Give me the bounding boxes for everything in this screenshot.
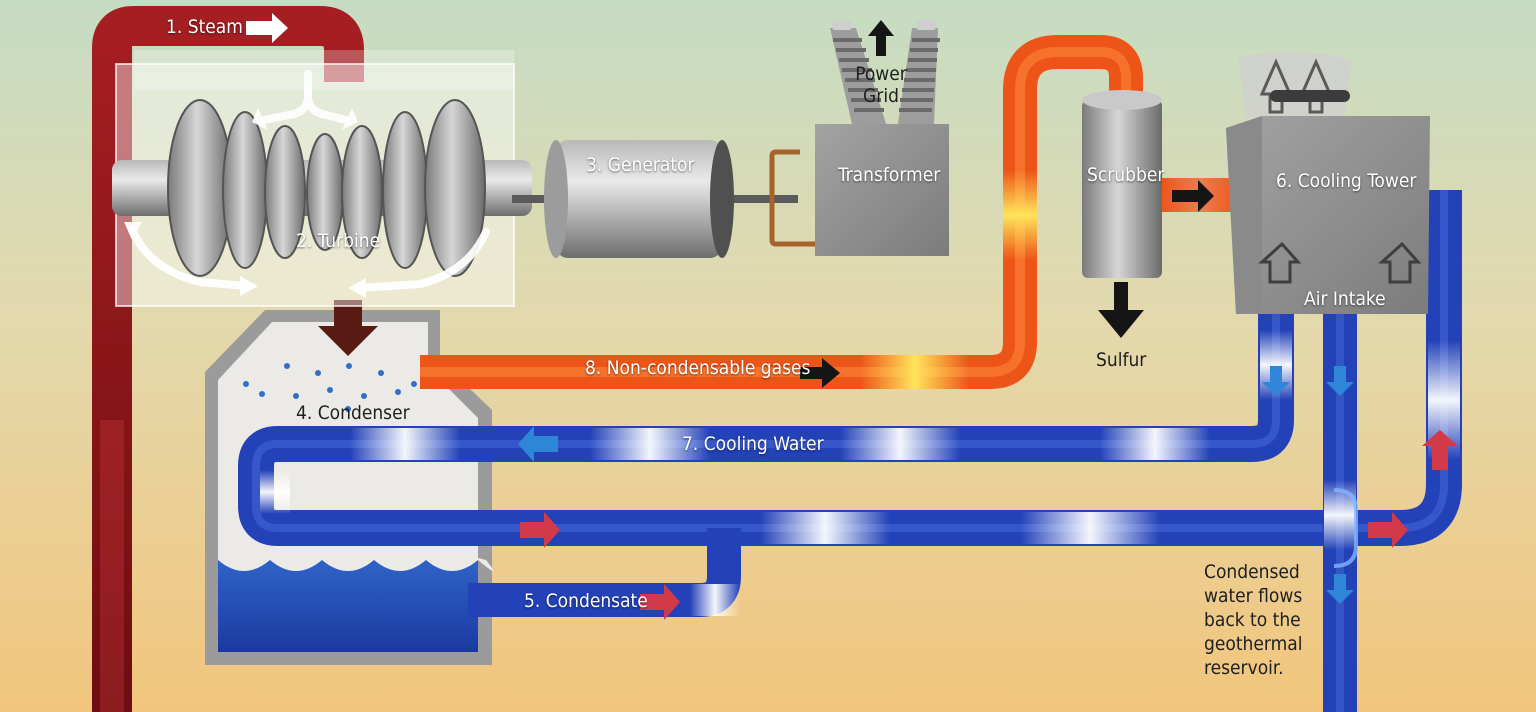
flow-arrows — [518, 358, 1458, 620]
label-cooling-water: 7. Cooling Water — [682, 433, 824, 455]
steam-pipe — [92, 6, 364, 712]
label-non-condensable-gases: 8. Non-condensable gases — [585, 357, 811, 379]
label-condensate: 5. Condensate — [524, 590, 648, 612]
cooling-water-arrow-left — [518, 426, 558, 462]
gas-arrow — [800, 358, 840, 388]
generator — [544, 140, 734, 258]
return-up-arrow — [1422, 430, 1458, 470]
gas-to-tower-arrow — [1172, 180, 1214, 212]
label-air-intake: Air Intake — [1304, 288, 1386, 310]
label-steam: 1. Steam — [166, 16, 243, 38]
cooling-tower — [1226, 51, 1430, 314]
air-intake-arrows — [1258, 241, 1422, 284]
turbine-flow-arrows — [128, 70, 490, 292]
label-scrubber: Scrubber — [1087, 164, 1165, 186]
label-sulfur: Sulfur — [1096, 349, 1147, 371]
tower-down-arrow-2 — [1326, 366, 1354, 396]
label-power-grid: Power Grid — [855, 63, 907, 107]
condensate-arrow — [640, 584, 680, 620]
power-grid-arrow — [868, 20, 894, 56]
label-condenser: 4. Condenser — [296, 402, 410, 424]
turbine-arrow-heads — [124, 108, 366, 298]
scrubber — [1082, 90, 1214, 338]
turbine — [112, 50, 532, 307]
condenser — [205, 300, 494, 665]
steam-down-arrow — [318, 300, 378, 356]
fan — [1270, 90, 1350, 102]
pipe-crossover — [1333, 488, 1358, 568]
condensation-drops — [243, 363, 417, 412]
label-transformer: Transformer — [838, 164, 941, 186]
sulfur-arrow — [1098, 282, 1144, 338]
label-condensed-note: Condensed water flows back to the geothe… — [1204, 561, 1303, 679]
return-arrow-right — [1368, 512, 1408, 548]
label-cooling-tower: 6. Cooling Tower — [1276, 170, 1417, 192]
label-generator: 3. Generator — [586, 154, 695, 176]
transformer-bushings — [830, 20, 940, 124]
tower-down-arrow-1 — [1262, 366, 1290, 396]
cooling-water-arrow-right — [520, 512, 560, 548]
label-turbine: 2. Turbine — [296, 230, 381, 252]
turbine-blades — [167, 99, 486, 277]
transformer — [769, 20, 949, 256]
steam-arrow — [246, 13, 288, 43]
reinjection-down-arrow — [1326, 574, 1354, 604]
